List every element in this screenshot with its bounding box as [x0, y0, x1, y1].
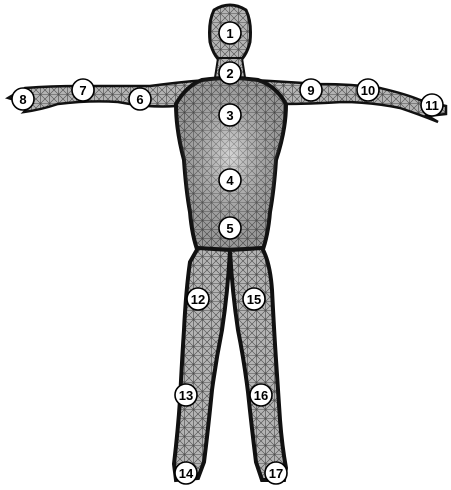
left-leg-shape: [174, 248, 230, 480]
joint-marker-3: 3: [219, 104, 241, 126]
joint-marker-7: 7: [72, 79, 94, 101]
joint-marker-2: 2: [219, 62, 241, 84]
joint-marker-label: 2: [226, 66, 233, 81]
joint-marker-8: 8: [12, 88, 34, 110]
joint-marker-11: 11: [421, 94, 443, 116]
joint-marker-label: 5: [226, 221, 233, 236]
joint-marker-label: 3: [226, 108, 233, 123]
joint-marker-label: 7: [79, 83, 86, 98]
joint-marker-label: 14: [179, 466, 194, 481]
joint-marker-label: 8: [19, 92, 26, 107]
joint-marker-label: 15: [247, 292, 261, 307]
joint-marker-10: 10: [357, 79, 379, 101]
joint-marker-label: 9: [307, 83, 314, 98]
joint-marker-12: 12: [187, 288, 209, 310]
right-leg-shape: [230, 248, 286, 480]
joint-marker-label: 16: [254, 388, 268, 403]
joint-marker-label: 17: [269, 466, 283, 481]
joint-marker-label: 4: [226, 173, 234, 188]
joint-marker-16: 16: [250, 384, 272, 406]
joint-marker-15: 15: [243, 288, 265, 310]
joint-marker-label: 11: [425, 98, 439, 113]
joint-marker-14: 14: [175, 462, 197, 484]
joint-marker-5: 5: [219, 217, 241, 239]
joint-marker-13: 13: [175, 384, 197, 406]
joint-marker-1: 1: [219, 22, 241, 44]
joint-marker-4: 4: [219, 169, 241, 191]
joint-marker-6: 6: [129, 88, 151, 110]
joint-marker-17: 17: [265, 462, 287, 484]
joint-marker-9: 9: [300, 79, 322, 101]
joint-marker-label: 6: [136, 92, 143, 107]
joint-marker-label: 10: [361, 83, 375, 98]
joint-marker-label: 13: [179, 388, 193, 403]
joint-marker-label: 1: [226, 26, 233, 41]
joint-marker-label: 12: [191, 292, 205, 307]
